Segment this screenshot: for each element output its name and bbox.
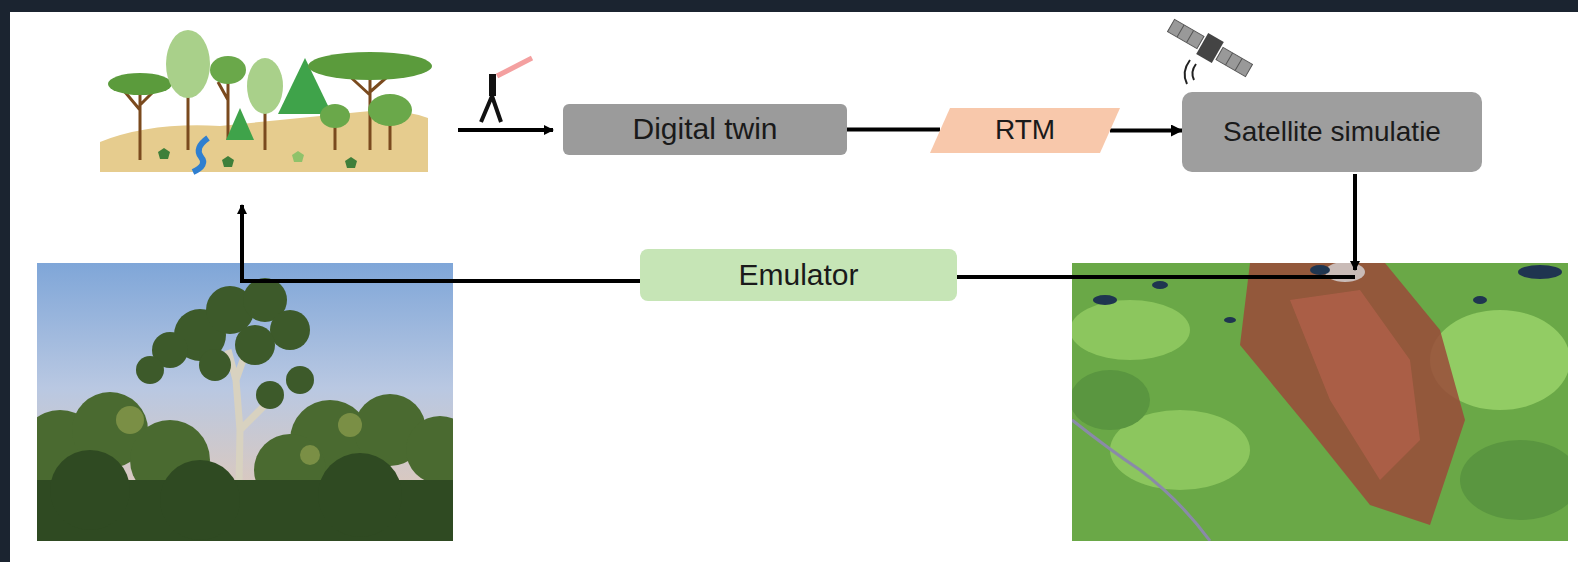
forest-cartoon [100, 30, 432, 172]
connector-arrow [847, 128, 940, 132]
node-label: Emulator [738, 258, 858, 293]
model-parallelogram: RTM [930, 108, 1120, 153]
node-label: Satellite simulatie [1223, 116, 1441, 148]
process-box: Digital twin [563, 104, 847, 155]
signal-waves [1185, 60, 1196, 84]
lidar-scanner [481, 58, 532, 122]
arrow [458, 128, 553, 132]
satellite-icon [1165, 15, 1255, 81]
process-box: Satellite simulatie [1182, 92, 1482, 172]
connector-arrow [1110, 129, 1182, 133]
node-label: RTM [995, 114, 1055, 146]
satellite-image [1072, 263, 1568, 541]
forest-photo [37, 263, 453, 541]
node-label: Digital twin [632, 112, 777, 147]
emulator-box: Emulator [640, 249, 957, 301]
